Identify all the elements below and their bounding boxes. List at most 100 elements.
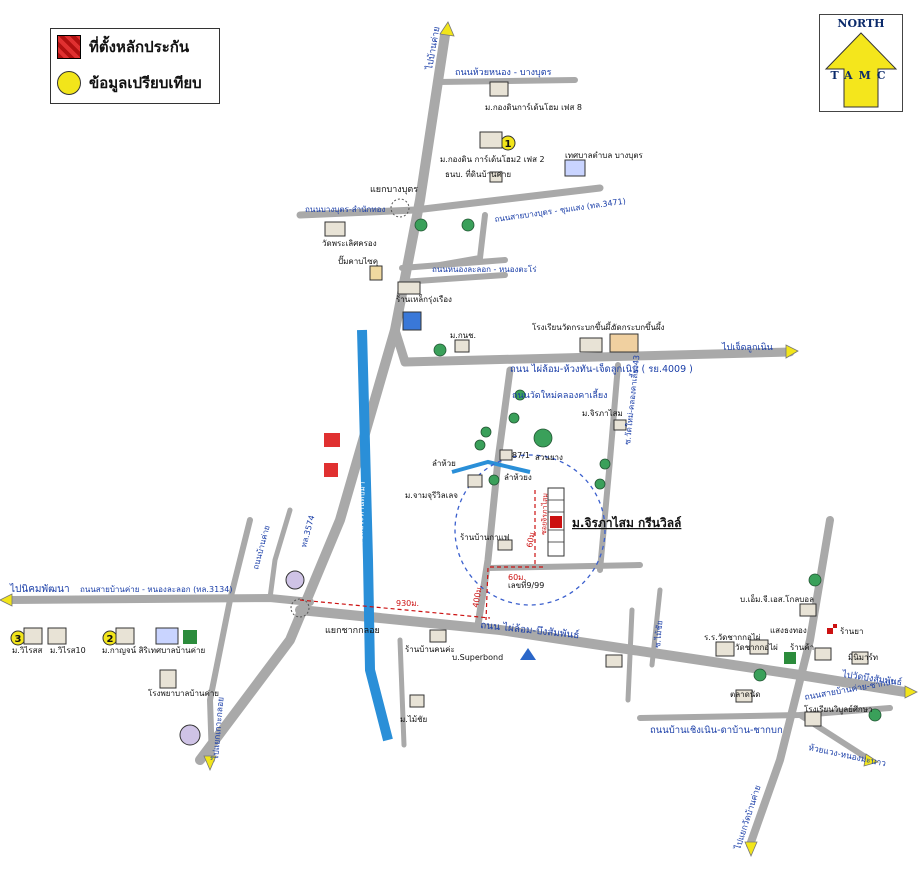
intersection-labels: แยกบางบุตร แยกชากกลอย — [325, 185, 418, 636]
label-pump-station: ปั๊มคาบไซคุ — [338, 255, 378, 266]
market-icon — [735, 689, 753, 703]
suzuki-logo-icon — [324, 463, 338, 477]
tree-icon — [480, 426, 492, 438]
tree-icons — [414, 218, 882, 722]
road-side-spur-1 — [649, 587, 663, 668]
honda-logo-icon — [324, 433, 340, 447]
shop-icon — [429, 629, 447, 643]
label-tessaban-bang-but: เทศบาลตำบล บางบุตร — [565, 151, 644, 160]
tree-icon — [474, 439, 486, 451]
label-ban-kham: ร้านค้า — [790, 643, 814, 652]
house-icon — [115, 627, 135, 645]
tree-icon — [599, 458, 611, 470]
label-huai-nong: ถนนห้วยหนอง - บางบุตร — [455, 67, 552, 78]
label-rang-kham: แสงธงทอง — [770, 626, 807, 635]
tree-icon — [414, 218, 428, 232]
place-labels: ม.กองดินการ์เด้นโฮม เฟส 8 ม.กองดิน การ์เ… — [12, 102, 878, 724]
label-m-jirasa10: ม.วิไรส10 — [50, 646, 86, 655]
label-superbond: บ.Superbond — [452, 653, 503, 662]
house-icon — [499, 449, 513, 461]
label-nong-chaeng: ถนนหนองละลอก - หนองตะโร่ — [432, 264, 537, 274]
arrow-left-icon — [0, 593, 13, 607]
label-m-kon-s: ม.กนช. — [450, 331, 476, 340]
label-to-chak-phong: ไปเจ็ดลูกเนิน — [721, 340, 773, 353]
label-m-kong-din-8: ม.กองดินการ์เด้นโฮม เฟส 8 — [485, 102, 582, 112]
temple-icon — [749, 639, 769, 655]
label-kham-muang: ลำห้วย — [432, 459, 456, 468]
ptt-gas-icon — [520, 648, 536, 660]
comparable-marker-1: 1 — [500, 135, 516, 151]
road-labels: ไปบ้านค่าย ถนนห้วยหนอง - บางบุตร ถนนบางบ… — [9, 26, 903, 852]
shop-icon — [851, 651, 869, 665]
label-road-ban-khai: ถนนบ้านค่าย — [251, 524, 271, 570]
brand-icons — [183, 433, 837, 664]
marker-1-label: 1 — [505, 139, 512, 150]
tree-icon — [808, 573, 822, 587]
school-icon — [715, 641, 735, 657]
pharmacy-cross-icon — [827, 624, 837, 634]
label-wat-phra-lertkrong: วัดพระเลิศครอง — [322, 239, 377, 248]
legend-comparable-label: ข้อมูลเปรียบเทียบ — [89, 74, 202, 92]
label-soi-mai-chai: ซ.ไม้ชัย — [653, 620, 664, 648]
tree-icon — [753, 668, 767, 682]
north-arrow: NORTH TAMC — [819, 14, 903, 112]
road-wat-mai — [474, 366, 514, 629]
road-wat-mai-side — [597, 362, 621, 573]
building-icon — [564, 159, 586, 177]
label-phayaban: โรงเรียนวิบูลย์ศึกษา — [804, 704, 873, 715]
canal — [357, 329, 393, 742]
comparable-dot-icon — [57, 71, 81, 95]
road-left-down — [207, 517, 253, 763]
road-superbond-spur — [397, 637, 407, 748]
intersection-circle-icon — [390, 198, 410, 218]
distance-line-400 — [485, 567, 489, 621]
label-talat-nat: ตลาดนัด — [730, 690, 760, 699]
arrow-right-icon — [863, 753, 879, 767]
label-dist-400: 400ม. — [471, 584, 484, 608]
label-ban-coffee: ร้านบ้านกาแฟ — [460, 533, 510, 542]
label-rr-wat-chak-kot: ร.ร.วัดชากกอไผ่ — [704, 633, 761, 642]
label-m-kanthong: ม.กาญจน์ สิริ — [102, 645, 149, 655]
road-nong-chaeng-lower — [399, 272, 508, 285]
label-suan-yang: สวนยาง — [535, 453, 563, 462]
arrow-down-icon — [744, 841, 758, 858]
school-icon — [579, 337, 603, 353]
north-code: TAMC — [830, 69, 892, 82]
arrow-right-icon — [904, 685, 918, 699]
legend-row-site: ที่ตั้งหลักประกัน — [57, 35, 189, 59]
shop-icon — [799, 603, 817, 617]
label-to-nikhom: ไปนิคมพัฒนา — [9, 583, 70, 595]
label-num-87: 87/1 — [512, 451, 530, 460]
tree-icon — [594, 478, 606, 490]
radius-circle — [454, 454, 606, 606]
comparable-marker-2: 2 — [102, 630, 118, 646]
label-m-mai-chai: ม.ไม้ชัย — [400, 715, 427, 724]
intersection-circle-icon — [290, 598, 310, 618]
label-ban-choeng-noen: ถนนบ้านเชิงเนิน-ดาบ้าน-ชากบก — [650, 725, 783, 736]
road-bang-but-wat-sapan — [296, 184, 604, 219]
road-nong-chaeng — [399, 257, 508, 271]
seven-eleven-icon — [784, 652, 796, 664]
road-side-spur-2 — [625, 607, 635, 703]
hospital-icon — [159, 669, 177, 689]
seven-eleven-icon — [183, 630, 197, 644]
label-ran-ya: ร้านยา — [840, 627, 863, 636]
label-m-mas-schem: บ.เอ็ม.จี.เอส.โกลบอล — [740, 594, 814, 604]
label-main-left: ถนนสายบ้านค่าย - หนองละลอก (ทล.3134) — [80, 585, 232, 594]
house-icon — [479, 131, 503, 149]
building-icon — [155, 627, 179, 645]
road-to-chak-phong — [390, 325, 795, 367]
label-ban-ban-khai-school: ธนบ. ที่ดินบ้านค่าย — [445, 168, 511, 179]
building-icons — [23, 81, 869, 727]
north-title: NORTH — [837, 17, 885, 30]
label-wat-mai: ถนนวัดใหม่คลองคาเลี้ยง — [512, 388, 608, 401]
label-mini-mart: มินิมาร์ท — [848, 652, 878, 662]
roundabout-icons — [179, 198, 410, 746]
road-main-left — [6, 594, 314, 606]
fuel-icon — [369, 265, 383, 281]
label-wat-chak-kot: วัดชากกอไผ่ — [735, 643, 778, 652]
label-m-jirapa-saim: ม.จิรภาไสม — [582, 409, 623, 418]
temple-icon — [609, 333, 639, 353]
temple-icon — [324, 221, 346, 237]
label-tessaban-ban-khai: เทศบาลบ้านค่าย — [148, 646, 205, 655]
